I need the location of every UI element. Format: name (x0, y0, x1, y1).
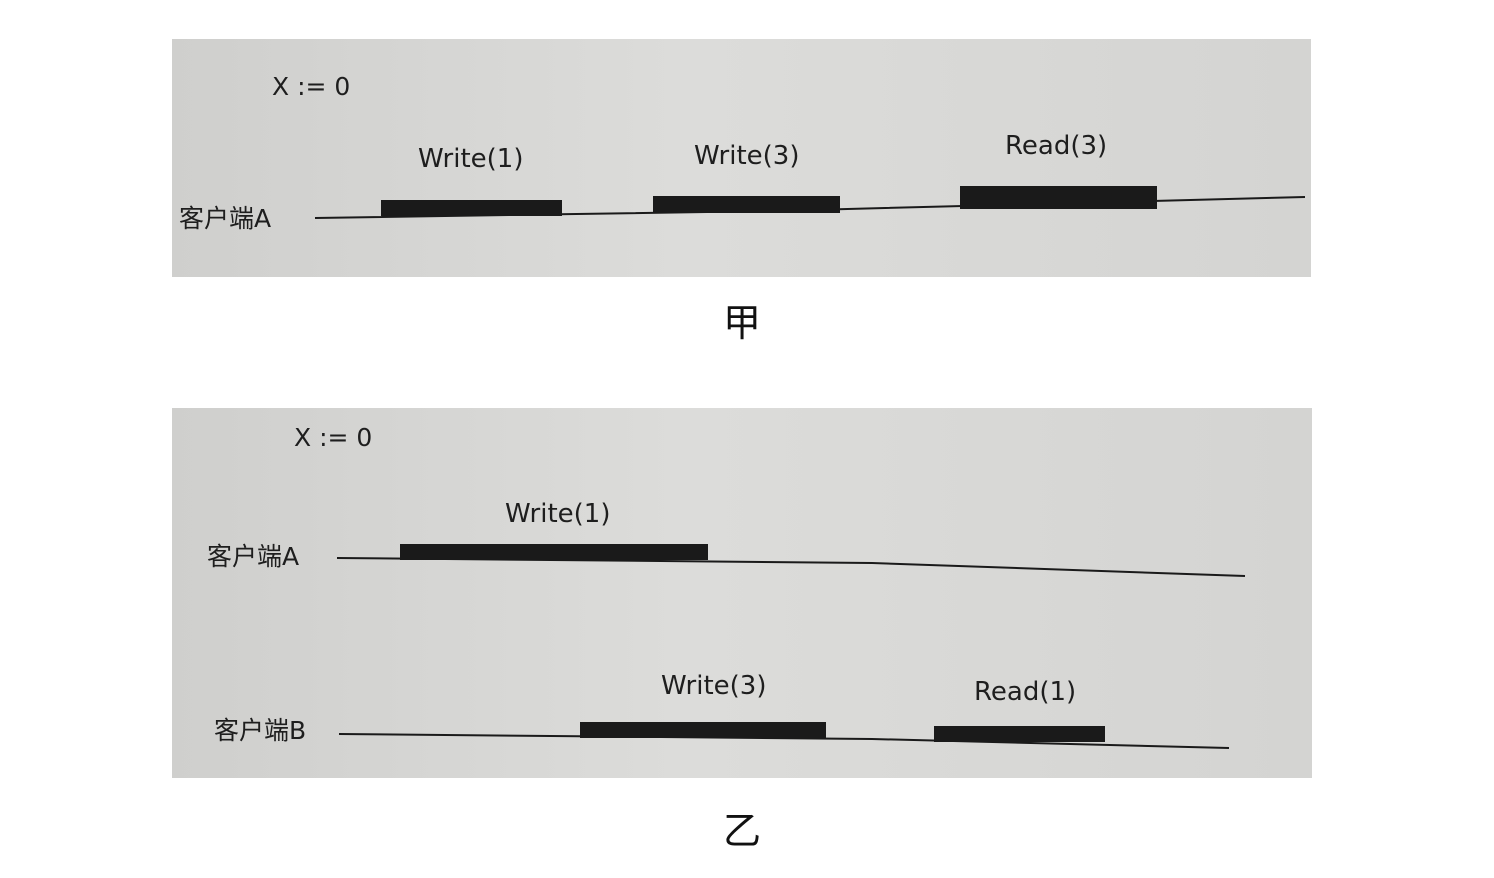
op-bar-write-1 (400, 544, 708, 560)
client-a-label: 客户端A (207, 542, 299, 571)
op-label-write-3: Write(3) (694, 141, 799, 171)
op-label-read-1: Read(1) (974, 677, 1076, 707)
figure-caption-b: 乙 (722, 809, 761, 853)
op-bar-read-1 (934, 726, 1105, 742)
client-a-timeline (336, 557, 1246, 577)
initial-value-label: X := 0 (272, 72, 350, 101)
client-b-timeline (338, 733, 1230, 749)
op-label-read-3: Read(3) (1005, 131, 1107, 161)
timeline-svg-a: X := 0 客户端A Write(1) Write(3) Read(3) (179, 72, 1306, 233)
diagram-panel-b: X := 0 客户端A Write(1) 客户端B Write(3) Read(… (172, 408, 1312, 778)
op-bar-write-3 (653, 196, 840, 213)
initial-value-label: X := 0 (294, 423, 372, 452)
figure-caption-a: 甲 (722, 301, 761, 345)
client-b-label: 客户端B (214, 716, 306, 745)
diagram-panel-a: X := 0 客户端A Write(1) Write(3) Read(3) (172, 39, 1311, 277)
op-label-write-3: Write(3) (661, 671, 766, 701)
op-label-write-1: Write(1) (418, 144, 523, 174)
op-bar-write-3 (580, 722, 826, 738)
op-bar-read-3 (960, 186, 1157, 209)
client-a-label: 客户端A (179, 204, 271, 233)
op-bar-write-1 (381, 200, 562, 216)
op-label-write-1: Write(1) (505, 499, 610, 529)
timeline-svg-b: X := 0 客户端A Write(1) 客户端B Write(3) Read(… (207, 423, 1246, 749)
